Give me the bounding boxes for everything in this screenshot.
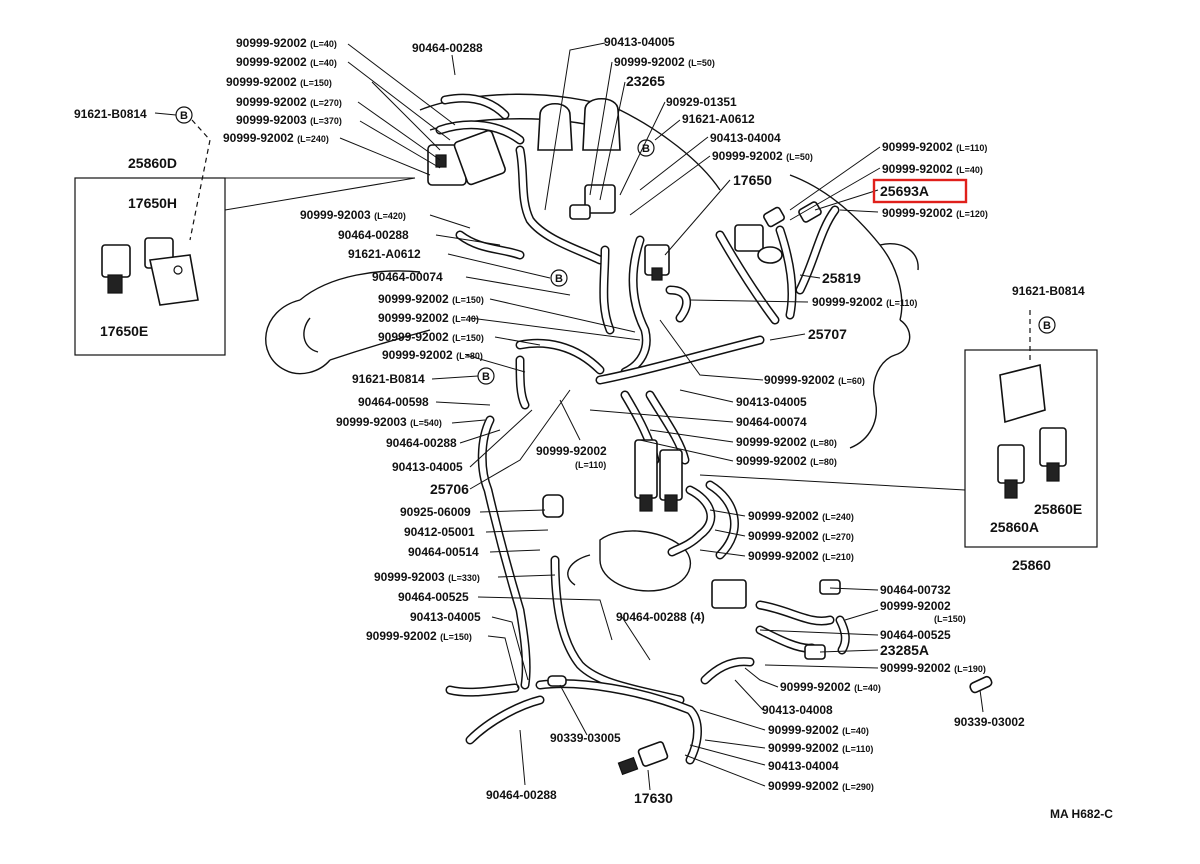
label-l32: 91621-B0814 bbox=[352, 372, 425, 386]
label-l4: 90999-92002 (L=150) bbox=[226, 75, 332, 89]
svg-text:B: B bbox=[482, 371, 490, 383]
label-l8: 91621-B0814 bbox=[74, 107, 147, 121]
label-l29: 90999-92002 (L=40) bbox=[378, 311, 479, 325]
label-l70: 90413-04008 bbox=[762, 703, 833, 717]
leader-lines bbox=[154, 42, 984, 791]
label-l20: 90999-92002 (L=110) bbox=[882, 140, 987, 154]
label-l6: 90999-92003 (L=370) bbox=[236, 113, 342, 127]
label-l44: 90999-92002 (L=80) bbox=[736, 435, 837, 449]
label-l77: 17630 bbox=[634, 790, 673, 806]
label-l18: 90999-92002 (L=50) bbox=[712, 149, 813, 163]
label-l53: 90412-05001 bbox=[404, 525, 475, 539]
components bbox=[427, 97, 993, 776]
label-l69: 90999-92002 (L=40) bbox=[780, 680, 881, 694]
label-l30: 90999-92002 (L=150) bbox=[378, 330, 484, 344]
label-l67: 23285A bbox=[880, 642, 929, 658]
label-l63: 90464-00732 bbox=[880, 583, 951, 597]
label-l19: 17650 bbox=[733, 172, 772, 188]
label-l47: (L=110) bbox=[575, 460, 606, 470]
label-l76: 90999-92002 (L=290) bbox=[768, 779, 874, 793]
label-l3: 90999-92002 (L=40) bbox=[236, 55, 337, 69]
label-l21: 90999-92002 (L=40) bbox=[882, 162, 983, 176]
label-l25: 90464-00288 bbox=[338, 228, 409, 242]
detail-box-25860 bbox=[699, 349, 1098, 548]
label-l73: 90999-92002 (L=40) bbox=[768, 723, 869, 737]
svg-text:B: B bbox=[555, 273, 563, 285]
label-l39: 90999-92002 (L=110) bbox=[812, 295, 917, 309]
label-l60: 90999-92002 (L=270) bbox=[748, 529, 854, 543]
callout-b-5: B bbox=[1038, 316, 1056, 334]
label-l22: 25693A bbox=[880, 183, 929, 199]
label-l59: 90999-92002 (L=240) bbox=[748, 509, 854, 523]
label-l5: 90999-92002 (L=270) bbox=[236, 95, 342, 109]
label-l35: 90464-00288 bbox=[386, 436, 457, 450]
label-l46: 90999-92002 bbox=[536, 444, 607, 458]
callout-b-3: B bbox=[550, 269, 568, 287]
label-l15: 90929-01351 bbox=[666, 95, 737, 109]
label-l14: 23265 bbox=[626, 73, 665, 89]
label-l41: 90999-92002 (L=60) bbox=[764, 373, 865, 387]
label-l71: 90339-03002 bbox=[954, 715, 1025, 729]
label-l40: 25707 bbox=[808, 326, 847, 342]
label-l54: 90464-00514 bbox=[408, 545, 479, 559]
label-l55: 90999-92003 (L=330) bbox=[374, 570, 480, 584]
label-l66: 90464-00525 bbox=[880, 628, 951, 642]
label-l65: (L=150) bbox=[934, 614, 966, 624]
callout-b-1: B bbox=[175, 106, 193, 124]
label-l16: 91621-A0612 bbox=[682, 112, 755, 126]
label-l34: 90999-92003 (L=540) bbox=[336, 415, 442, 429]
label-l36: 90413-04005 bbox=[392, 460, 463, 474]
label-l78: 90464-00288 bbox=[486, 788, 557, 802]
label-l50: 25860A bbox=[990, 519, 1039, 535]
label-l57: 90413-04005 bbox=[410, 610, 481, 624]
highlight-box-25693a bbox=[872, 178, 968, 204]
label-l61: 90999-92002 (L=210) bbox=[748, 549, 854, 563]
label-l56: 90464-00525 bbox=[398, 590, 469, 604]
label-l23: 90999-92002 (L=120) bbox=[882, 206, 988, 220]
label-l62: 90464-00288 (4) bbox=[616, 610, 705, 624]
label-l13: 90999-92002 (L=50) bbox=[614, 55, 715, 69]
label-l27: 90464-00074 bbox=[372, 270, 443, 284]
label-l48: 91621-B0814 bbox=[1012, 284, 1085, 298]
label-l43: 90464-00074 bbox=[736, 415, 807, 429]
callout-b-4: B bbox=[477, 367, 495, 385]
drawing-code: MA H682-C bbox=[1050, 807, 1113, 821]
label-l10: 17650H bbox=[128, 195, 177, 211]
label-l74: 90999-92002 (L=110) bbox=[768, 741, 873, 755]
label-l2: 90464-00288 bbox=[412, 41, 483, 55]
label-l7: 90999-92002 (L=240) bbox=[223, 131, 329, 145]
label-l17: 90413-04004 bbox=[710, 131, 781, 145]
label-l58: 90999-92002 (L=150) bbox=[366, 629, 472, 643]
label-l42: 90413-04005 bbox=[736, 395, 807, 409]
callout-b-2: B bbox=[637, 139, 655, 157]
label-l51: 25860 bbox=[1012, 557, 1051, 573]
label-l1: 90999-92002 (L=40) bbox=[236, 36, 337, 50]
svg-text:B: B bbox=[1043, 320, 1051, 332]
label-l28: 90999-92002 (L=150) bbox=[378, 292, 484, 306]
svg-text:B: B bbox=[180, 110, 188, 122]
label-l9: 25860D bbox=[128, 155, 177, 171]
part-labels: 90999-92002 (L=40) 90464-00288 90999-920… bbox=[74, 35, 1085, 806]
label-l38: 25819 bbox=[822, 270, 861, 286]
label-l31: 90999-92002 (L=80) bbox=[382, 348, 483, 362]
label-l12: 90413-04005 bbox=[604, 35, 675, 49]
label-l75: 90413-04004 bbox=[768, 759, 839, 773]
label-l33: 90464-00598 bbox=[358, 395, 429, 409]
label-l45: 90999-92002 (L=80) bbox=[736, 454, 837, 468]
label-l11: 17650E bbox=[100, 323, 148, 339]
label-l64: 90999-92002 bbox=[880, 599, 951, 613]
svg-text:B: B bbox=[642, 143, 650, 155]
detail-box-25860d bbox=[74, 177, 416, 356]
label-l24: 90999-92003 (L=420) bbox=[300, 208, 406, 222]
label-l49: 25860E bbox=[1034, 501, 1082, 517]
label-l52: 90925-06009 bbox=[400, 505, 471, 519]
label-l68: 90999-92002 (L=190) bbox=[880, 661, 986, 675]
label-l26: 91621-A0612 bbox=[348, 247, 421, 261]
hose-routing bbox=[435, 93, 850, 765]
label-l37: 25706 bbox=[430, 481, 469, 497]
label-l72: 90339-03005 bbox=[550, 731, 621, 745]
